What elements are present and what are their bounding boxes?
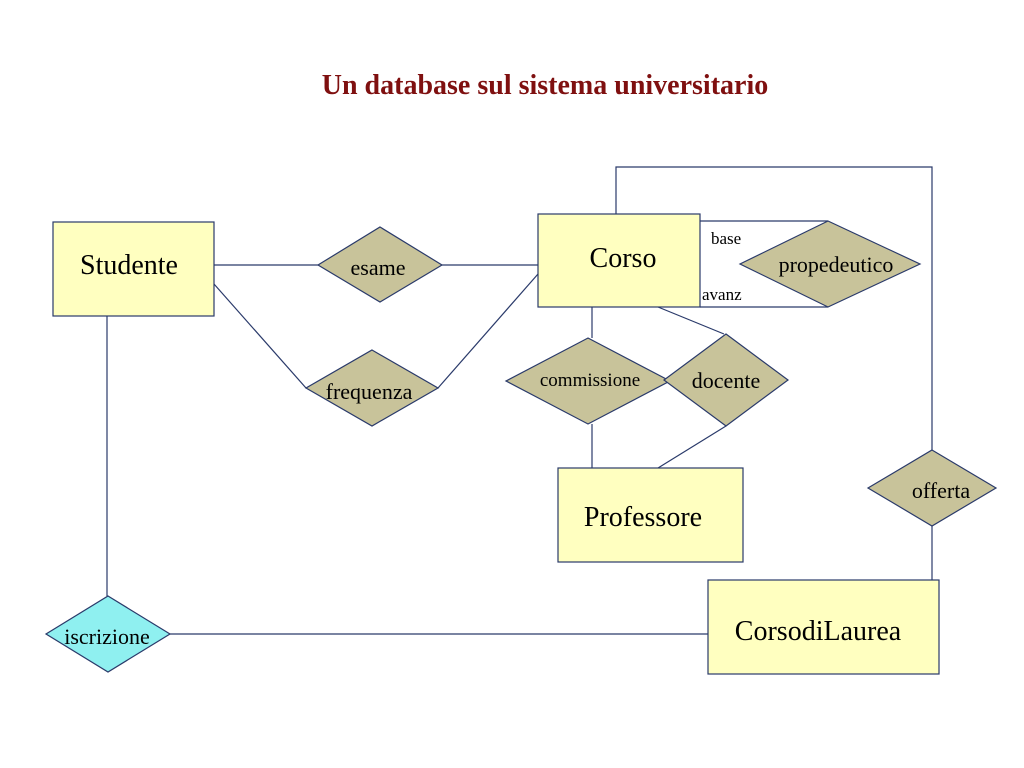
relationship-esame: esame <box>316 226 444 303</box>
relationship-frequenza: frequenza <box>304 349 440 427</box>
relationship-commissione: commissione <box>504 337 672 425</box>
edge-corso-offerta <box>615 166 933 450</box>
entity-professore: Professore <box>557 467 744 563</box>
edge-frequenza-corso <box>437 273 539 389</box>
relationship-frequenza-label: frequenza <box>326 379 413 404</box>
entity-corsodilaurea-label: CorsodiLaurea <box>735 616 902 647</box>
page-title: Un database sul sistema universitario <box>321 70 769 101</box>
relationship-propedeutico-label: propedeutico <box>779 252 894 277</box>
relationship-iscrizione: iscrizione <box>44 595 172 673</box>
relationship-docente-label: docente <box>692 368 760 393</box>
entity-professore-label: Professore <box>584 502 702 533</box>
entity-studente: Studente <box>52 221 215 317</box>
entity-corso: Corso <box>537 213 701 308</box>
edge-docente-professore <box>657 425 727 469</box>
edge-corso-docente <box>657 306 725 335</box>
role-avanz-label: avanz <box>702 285 742 304</box>
relationship-commissione-label: commissione <box>540 370 640 391</box>
relationship-esame-label: esame <box>351 255 406 280</box>
relationship-offerta-label: offerta <box>912 478 970 503</box>
edge-studente-frequenza <box>213 283 307 389</box>
relationship-docente: docente <box>662 333 790 427</box>
edges <box>106 166 933 635</box>
role-base-label: base <box>711 229 741 248</box>
relationship-iscrizione-label: iscrizione <box>64 624 150 649</box>
entity-studente-label: Studente <box>80 250 178 281</box>
relationship-offerta: offerta <box>866 449 998 527</box>
entity-corso-label: Corso <box>590 243 657 274</box>
entity-corsodilaurea: CorsodiLaurea <box>707 579 940 675</box>
relationship-propedeutico: propedeutico <box>738 220 922 308</box>
